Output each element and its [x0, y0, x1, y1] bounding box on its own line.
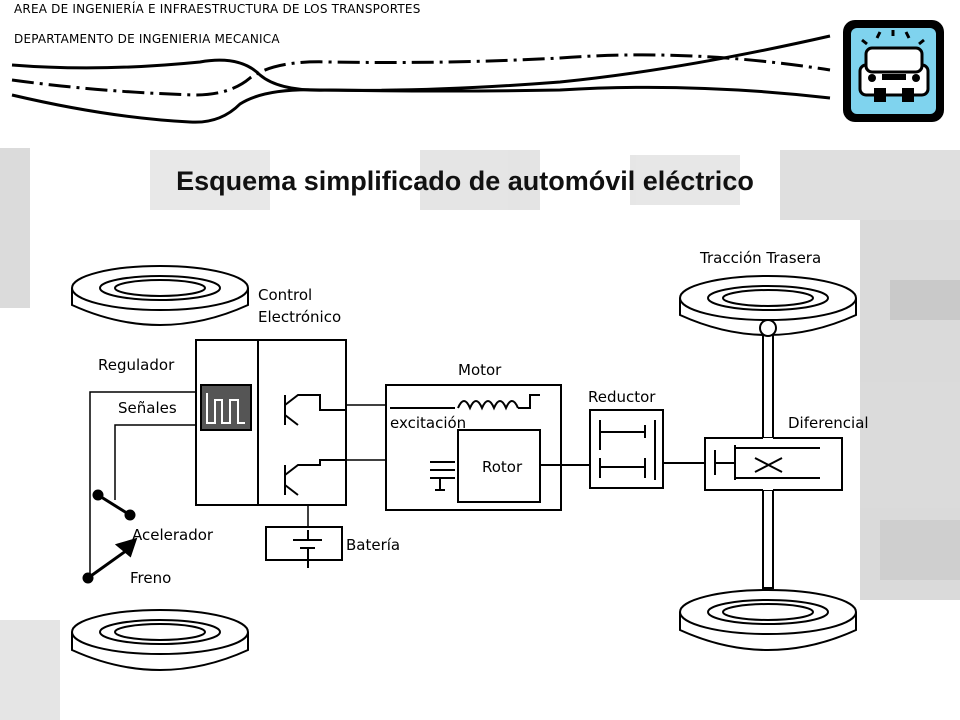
battery: [265, 526, 343, 568]
label-rotor: Rotor: [482, 458, 523, 476]
reductor: [589, 409, 705, 489]
background-photo: [0, 148, 960, 720]
label-motor: Motor: [458, 361, 502, 379]
front-left-wheel: [71, 265, 249, 326]
page-title: Esquema simplificado de automóvil eléctr…: [176, 166, 754, 196]
header-line-2: DEPARTAMENTO DE INGENIERIA MECANICA: [14, 32, 280, 46]
control-electronico-box: [195, 339, 347, 506]
label-senales: Señales: [118, 399, 177, 417]
rear-right-wheel-bottom: [679, 589, 857, 651]
rear-left-wheel: [71, 609, 249, 671]
label-reductor: Reductor: [588, 388, 656, 406]
header-line-1: AREA DE INGENIERÍA E INFRAESTRUCTURA DE …: [14, 2, 421, 16]
label-control: Control: [258, 286, 312, 304]
label-excitacion: excitación: [390, 414, 466, 432]
label-control-2: Electrónico: [258, 308, 341, 326]
pedals: [82, 489, 138, 584]
label-bateria: Batería: [346, 536, 400, 554]
label-regulador: Regulador: [98, 356, 175, 374]
label-freno: Freno: [130, 569, 171, 587]
label-acelerador: Acelerador: [132, 526, 214, 544]
car-with-siren-icon: [843, 20, 944, 122]
label-diferencial: Diferencial: [788, 414, 869, 432]
label-traccion: Tracción Trasera: [699, 249, 821, 267]
road-icon: [11, 34, 831, 124]
motor: [385, 384, 590, 511]
diferencial: [704, 437, 843, 491]
